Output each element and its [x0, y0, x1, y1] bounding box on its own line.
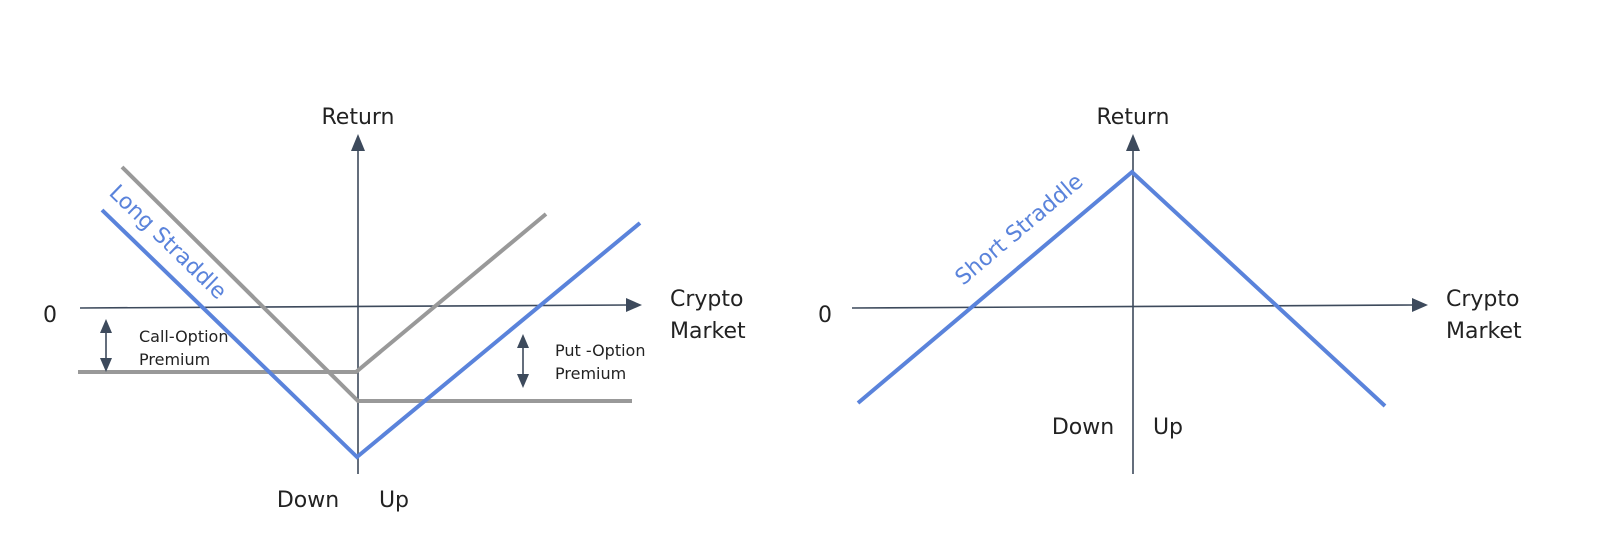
- short-zero-label: 0: [818, 303, 832, 328]
- short-x-axis-label-line1: Crypto: [1446, 287, 1519, 312]
- call-premium-label-line1: Call-Option: [139, 327, 228, 346]
- call-option-payoff-line: [78, 212, 548, 374]
- long-straddle-diagram: Return Crypto Market 0 Down Up Call-Opti…: [43, 105, 746, 513]
- long-up-label: Up: [379, 488, 409, 513]
- short-straddle-line: [856, 169, 1387, 408]
- put-option-payoff-line: [120, 165, 632, 403]
- long-x-axis-arrow-icon: [626, 298, 642, 312]
- call-premium-label-line2: Premium: [139, 350, 210, 369]
- short-down-label: Down: [1052, 415, 1114, 440]
- put-premium-label-line2: Premium: [555, 364, 626, 383]
- long-x-axis-label-line2: Market: [670, 319, 746, 344]
- short-y-axis-label: Return: [1096, 105, 1169, 130]
- long-zero-label: 0: [43, 303, 57, 328]
- short-straddle-label: Short Straddle: [951, 169, 1089, 290]
- long-down-label: Down: [277, 488, 339, 513]
- long-y-axis-arrow-icon: [351, 134, 365, 151]
- call-premium-double-arrow-icon: [100, 319, 112, 372]
- long-straddle-label: Long Straddle: [104, 180, 231, 304]
- short-x-axis-label-line2: Market: [1446, 319, 1522, 344]
- short-x-axis-arrow-icon: [1412, 298, 1428, 312]
- long-x-axis: [79, 304, 629, 309]
- short-y-axis-arrow-icon: [1126, 134, 1140, 151]
- long-x-axis-label-line1: Crypto: [670, 287, 743, 312]
- put-premium-double-arrow-icon: [517, 334, 529, 388]
- long-y-axis-label: Return: [321, 105, 394, 130]
- put-premium-label-line1: Put -Option: [555, 341, 645, 360]
- short-straddle-diagram: Return Crypto Market 0 Down Up Short Str…: [818, 105, 1522, 474]
- short-up-label: Up: [1153, 415, 1183, 440]
- long-straddle-line: [100, 208, 642, 460]
